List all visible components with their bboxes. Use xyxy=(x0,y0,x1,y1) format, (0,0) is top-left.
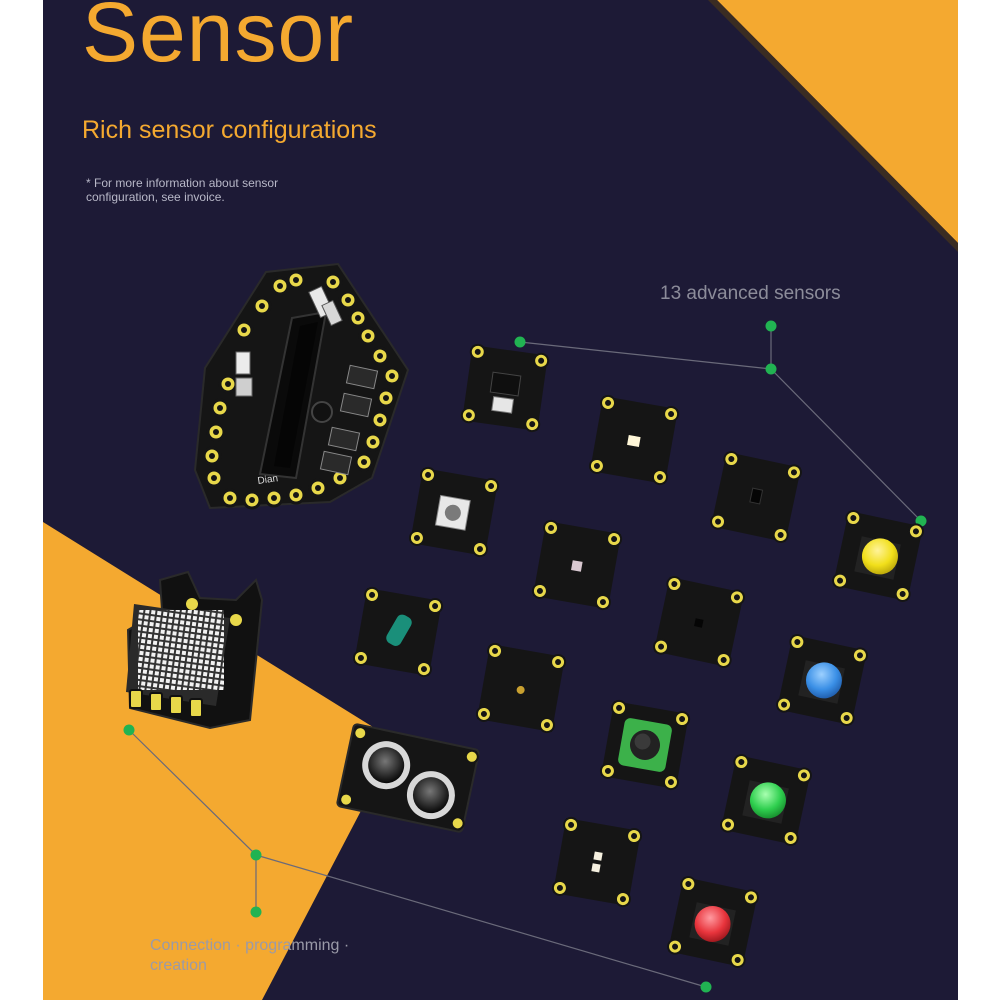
sensor-module-red-button xyxy=(667,876,759,968)
cat-eye-right xyxy=(230,614,242,626)
edge-connector-slot xyxy=(258,310,328,480)
callout-nodes xyxy=(123,320,927,993)
board-chips xyxy=(319,364,379,476)
sensor-module-dual-led xyxy=(551,816,643,908)
orange-corner-shadow xyxy=(708,0,958,252)
board-pad-holes xyxy=(209,277,395,503)
footnote: * For more information about sensor conf… xyxy=(86,176,279,204)
sensor-module-joystick xyxy=(599,699,691,791)
sensor-module-tilt xyxy=(352,586,444,678)
cat-eye-left xyxy=(186,598,198,610)
sensor-module-led xyxy=(588,394,680,486)
sensor-module-microphone xyxy=(475,642,567,734)
sensor-module-blue-button xyxy=(776,634,868,726)
sensor-module-connector xyxy=(460,343,550,433)
connection-callout-label: Connection · programming · creation xyxy=(150,937,350,974)
ultrasonic-sensor-module xyxy=(336,723,480,833)
sensors-callout-label: 13 advanced sensors xyxy=(660,283,841,304)
sensor-module-light xyxy=(531,519,623,611)
controller-board: Dian xyxy=(193,262,410,510)
power-connector xyxy=(235,351,251,375)
cat-led-matrix-board xyxy=(126,570,264,730)
sensor-modules xyxy=(352,343,924,968)
sensor-module-switch xyxy=(408,466,500,558)
usb-port xyxy=(235,377,253,397)
sensor-module-ir xyxy=(710,451,802,543)
sensor-module-yellow-button xyxy=(832,510,924,602)
page-title: Sensor xyxy=(82,0,355,79)
cat-pads xyxy=(129,689,203,718)
switch-component xyxy=(321,299,343,327)
sensor-module-green-button xyxy=(720,754,812,846)
board-lettering: Dian xyxy=(257,473,279,487)
page-subtitle: Rich sensor configurations xyxy=(82,116,377,144)
led-grid xyxy=(138,610,224,690)
sensor-module-temperature xyxy=(653,576,745,668)
buzzer xyxy=(311,401,333,423)
